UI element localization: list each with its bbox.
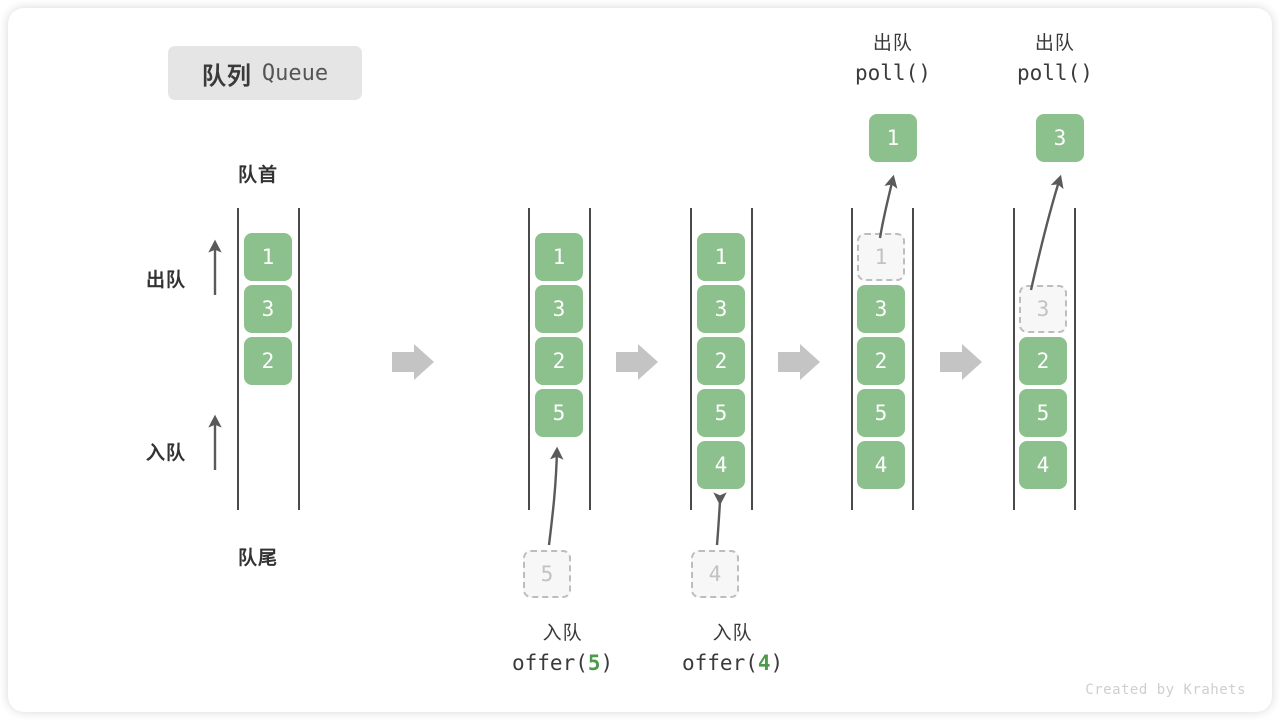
operation-cn-3: 出队 xyxy=(1034,33,1075,54)
step-arrow-icon-2 xyxy=(616,344,658,380)
queue-element: 3 xyxy=(535,285,583,333)
queue-head-label: 队首 xyxy=(238,165,279,186)
operation-fn-1: offer( xyxy=(682,650,758,675)
rail-right-col-4 xyxy=(912,208,914,510)
operation-close-0: ) xyxy=(600,650,614,675)
rail-left-col-2 xyxy=(528,208,530,510)
incoming-element-ghost: 4 xyxy=(691,550,739,598)
queue-element: 5 xyxy=(857,389,905,437)
operation-close-2: ) xyxy=(918,60,931,85)
dequeued-element-ghost: 1 xyxy=(857,233,905,281)
queue-element: 1 xyxy=(244,233,292,281)
dequeue-direction-label: 出队 xyxy=(146,270,187,291)
queue-element: 2 xyxy=(857,337,905,385)
queue-element: 4 xyxy=(697,441,745,489)
queue-element: 3 xyxy=(244,285,292,333)
title-english: Queue xyxy=(261,60,329,86)
operation-close-1: ) xyxy=(770,650,784,675)
operation-caption-offer-5: 入队 offer(5) xyxy=(512,620,613,678)
poll-1-arrow-icon xyxy=(878,174,898,239)
rail-left-col-3 xyxy=(690,208,692,510)
queue-element: 3 xyxy=(697,285,745,333)
title-chinese: 队列 xyxy=(201,62,252,90)
queue-element: 2 xyxy=(535,337,583,385)
polled-element: 3 xyxy=(1036,114,1084,162)
step-arrow-icon-1 xyxy=(392,344,434,380)
rail-right-col-3 xyxy=(751,208,753,510)
rail-left-col-1 xyxy=(237,208,239,510)
operation-close-3: ) xyxy=(1080,60,1093,85)
operation-cn-0: 入队 xyxy=(542,623,583,644)
rail-left-col-5 xyxy=(1013,208,1015,510)
operation-code-3: poll() xyxy=(1017,58,1093,88)
queue-tail-label: 队尾 xyxy=(238,548,279,569)
diagram-title-badge: 队列 Queue xyxy=(168,46,362,100)
rail-left-col-4 xyxy=(851,208,853,510)
dequeued-element-ghost: 3 xyxy=(1019,285,1067,333)
step-arrow-icon-4 xyxy=(940,344,982,380)
offer-4-arrow-icon xyxy=(713,492,727,546)
offer-5-arrow-icon xyxy=(547,446,564,546)
operation-code-0: offer(5) xyxy=(512,648,613,678)
operation-code-1: offer(4) xyxy=(682,648,783,678)
queue-element: 2 xyxy=(697,337,745,385)
operation-cn-2: 出队 xyxy=(872,33,913,54)
rail-right-col-5 xyxy=(1074,208,1076,510)
footer-credit: Created by Krahets xyxy=(1085,682,1246,698)
operation-cn-1: 入队 xyxy=(712,623,753,644)
queue-element: 2 xyxy=(244,337,292,385)
poll-3-arrow-icon xyxy=(1029,174,1064,291)
rail-right-col-2 xyxy=(589,208,591,510)
operation-fn-0: offer( xyxy=(512,650,588,675)
queue-element: 1 xyxy=(535,233,583,281)
operation-arg-0: 5 xyxy=(587,650,601,675)
operation-fn-3: poll( xyxy=(1017,60,1081,85)
queue-element: 5 xyxy=(535,389,583,437)
queue-element: 5 xyxy=(697,389,745,437)
polled-element: 1 xyxy=(869,114,917,162)
queue-element: 5 xyxy=(1019,389,1067,437)
operation-caption-poll-3: 出队 poll() xyxy=(1017,30,1093,88)
operation-arg-1: 4 xyxy=(757,650,771,675)
queue-element: 2 xyxy=(1019,337,1067,385)
operation-caption-poll-1: 出队 poll() xyxy=(855,30,931,88)
operation-code-2: poll() xyxy=(855,58,931,88)
incoming-element-ghost: 5 xyxy=(523,550,571,598)
queue-element: 1 xyxy=(697,233,745,281)
rail-right-col-1 xyxy=(298,208,300,510)
operation-caption-offer-4: 入队 offer(4) xyxy=(682,620,783,678)
step-arrow-icon-3 xyxy=(778,344,820,380)
queue-element: 3 xyxy=(857,285,905,333)
enqueue-direction-label: 入队 xyxy=(146,443,187,464)
queue-element: 4 xyxy=(857,441,905,489)
queue-element: 4 xyxy=(1019,441,1067,489)
operation-fn-2: poll( xyxy=(855,60,919,85)
